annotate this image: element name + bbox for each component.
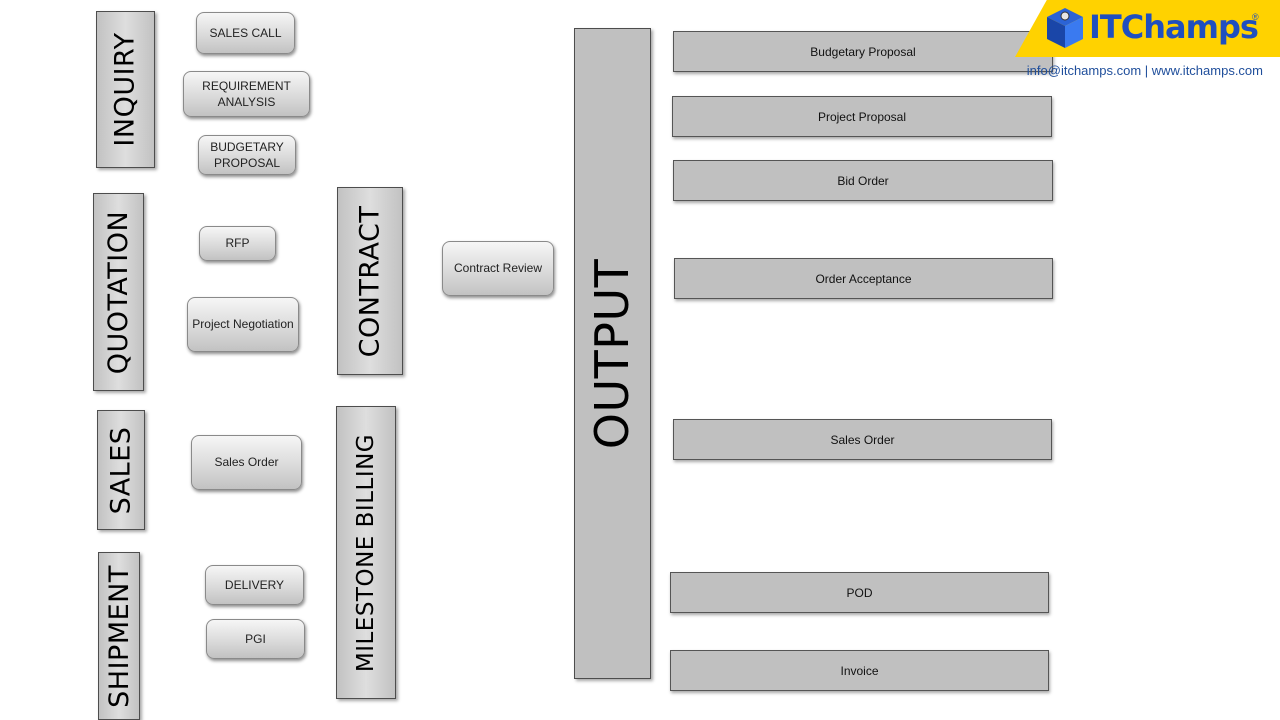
- order-acceptance-output: Order Acceptance: [674, 258, 1053, 299]
- rfp-step: RFP: [199, 226, 276, 261]
- budgetary-proposal-step: BUDGETARY PROPOSAL: [198, 135, 296, 175]
- inquiry-label: INQUIRY: [110, 32, 142, 147]
- brand-logo-text: ITChamps: [1089, 8, 1259, 46]
- pgi-step: PGI: [206, 619, 305, 659]
- contract-label: CONTRACT: [354, 205, 386, 357]
- shipment-phase: SHIPMENT: [98, 552, 140, 720]
- inquiry-phase: INQUIRY: [96, 11, 155, 168]
- contract-phase: CONTRACT: [337, 187, 403, 375]
- budgetary-proposal-output: Budgetary Proposal: [673, 31, 1053, 72]
- milestone-billing-phase: MILESTONE BILLING: [336, 406, 396, 699]
- registered-mark: ®: [1252, 12, 1259, 22]
- output-label: OUTPUT: [585, 258, 640, 449]
- cube-icon: [1047, 8, 1083, 48]
- pod-output: POD: [670, 572, 1049, 613]
- contract-review-step: Contract Review: [442, 241, 554, 296]
- output-phase: OUTPUT: [574, 28, 651, 679]
- project-negotiation-step: Project Negotiation: [187, 297, 299, 352]
- shipment-label: SHIPMENT: [103, 564, 135, 708]
- requirement-analysis-step: REQUIREMENT ANALYSIS: [183, 71, 310, 117]
- bid-order-output: Bid Order: [673, 160, 1053, 201]
- invoice-output: Invoice: [670, 650, 1049, 691]
- sales-phase: SALES: [97, 410, 145, 530]
- sales-label: SALES: [105, 426, 137, 514]
- milestone-billing-label: MILESTONE BILLING: [353, 433, 379, 672]
- sales-call-step: SALES CALL: [196, 12, 295, 54]
- contact-info: info@itchamps.com | www.itchamps.com: [1026, 63, 1263, 78]
- quotation-phase: QUOTATION: [93, 193, 144, 391]
- project-proposal-output: Project Proposal: [672, 96, 1052, 137]
- sales-order-step: Sales Order: [191, 435, 302, 490]
- sales-order-output: Sales Order: [673, 419, 1052, 460]
- delivery-step: DELIVERY: [205, 565, 304, 605]
- quotation-label: QUOTATION: [103, 210, 135, 374]
